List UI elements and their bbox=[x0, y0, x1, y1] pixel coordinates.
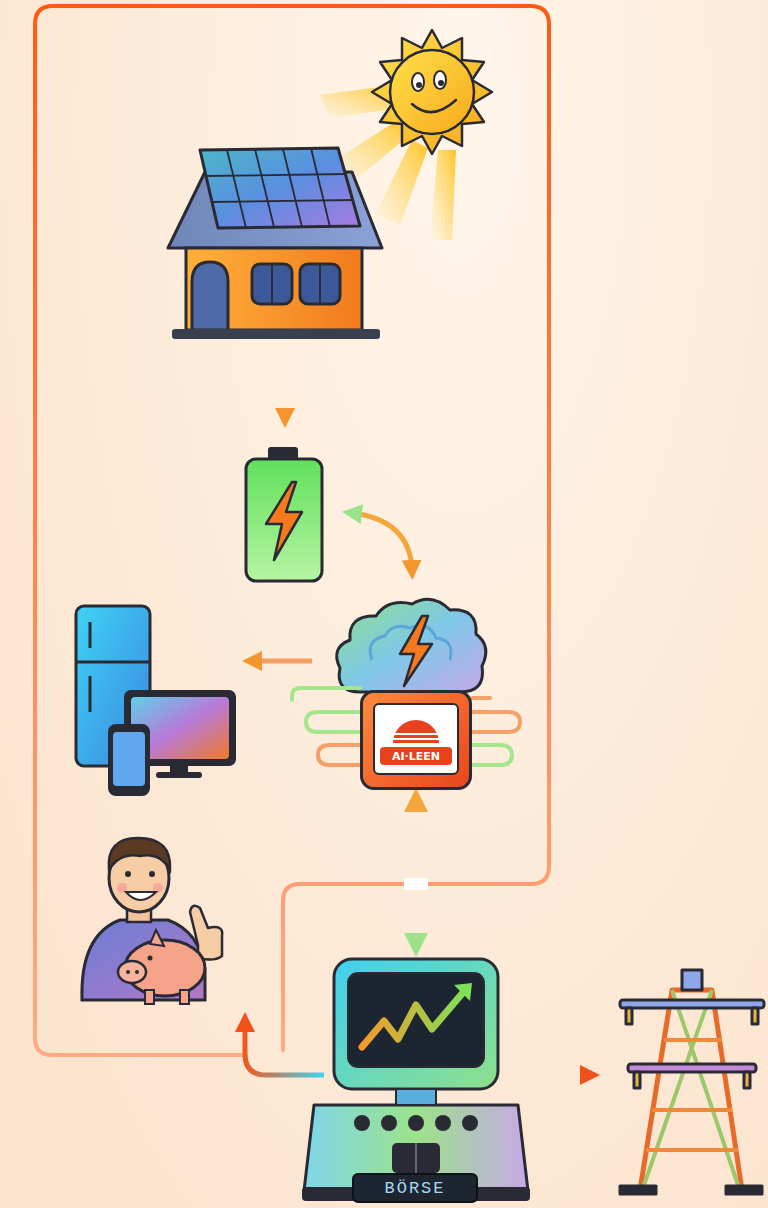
flow-connector bbox=[413, 800, 419, 945]
cloud-icon bbox=[337, 599, 486, 692]
ai-chip-box: AI·LEEN bbox=[360, 690, 472, 790]
sun-icon bbox=[372, 30, 492, 154]
flow-arrow bbox=[528, 1073, 590, 1078]
exchange-terminal: BÖRSE bbox=[300, 955, 532, 1205]
name-plate: BÖRSE bbox=[352, 1173, 478, 1203]
brand-label: AI·LEEN bbox=[392, 750, 440, 763]
chip-label-panel: AI·LEEN bbox=[373, 703, 459, 775]
flow-arrow bbox=[245, 1022, 324, 1075]
exchange-machine bbox=[300, 955, 532, 1205]
flow-arrow bbox=[252, 659, 312, 664]
house-icon bbox=[168, 148, 382, 339]
appliances-icon bbox=[76, 606, 236, 796]
flow-arrow bbox=[352, 513, 412, 570]
saver-figure bbox=[82, 838, 222, 1004]
plate-label: BÖRSE bbox=[384, 1179, 445, 1198]
pylon-icon bbox=[620, 970, 764, 1194]
flow-arrow bbox=[283, 365, 288, 418]
chip-label-band: AI·LEEN bbox=[380, 747, 452, 765]
battery-icon bbox=[246, 447, 322, 581]
sun-logo bbox=[373, 709, 459, 749]
loop-line bbox=[35, 6, 549, 1055]
